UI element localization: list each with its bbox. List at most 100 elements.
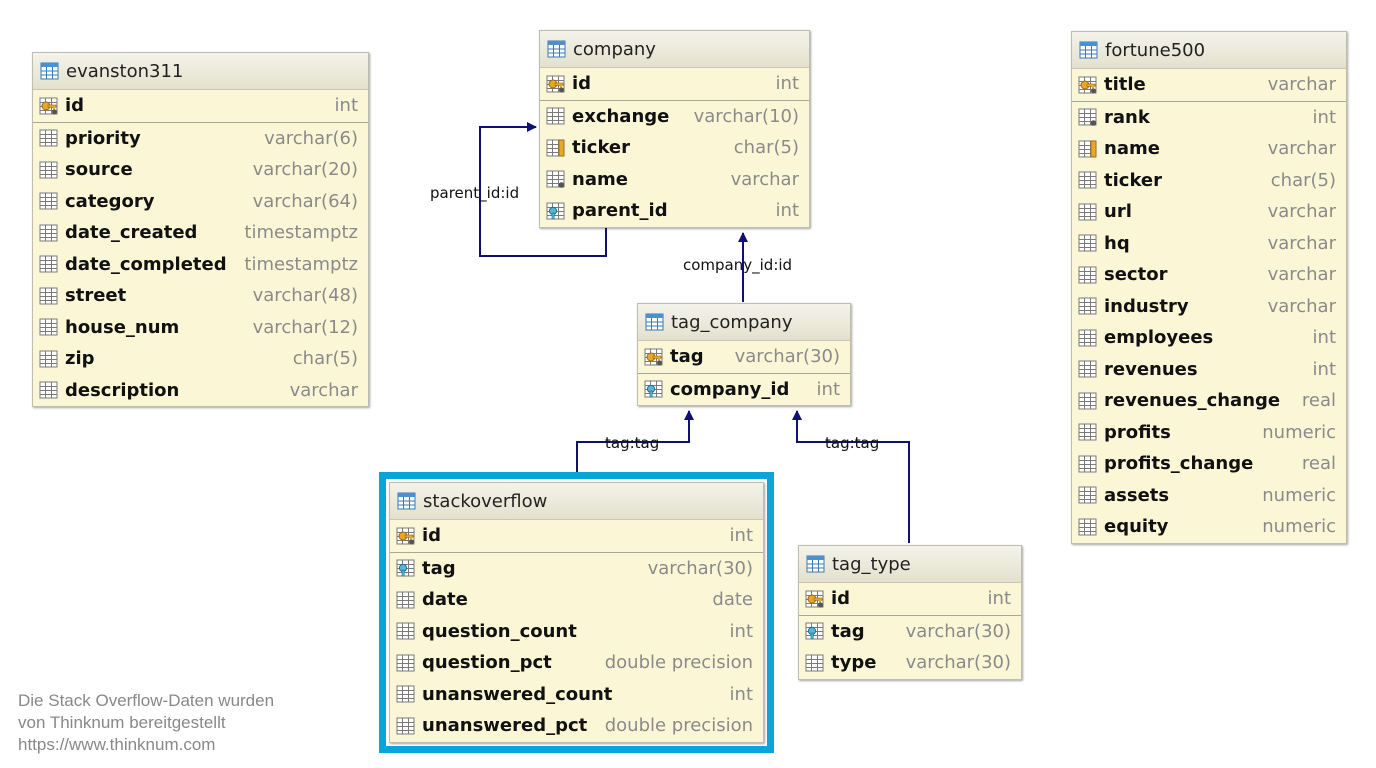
- column-icon: [396, 590, 416, 610]
- table-header[interactable]: tag_company: [638, 304, 850, 341]
- column-name: unanswered_pct: [422, 715, 588, 737]
- table-icon: [645, 312, 665, 332]
- column-icon: [1078, 296, 1098, 316]
- column-row-tag[interactable]: tag varchar(30): [799, 616, 1021, 648]
- primary-key-icon: [1078, 75, 1098, 95]
- column-name: employees: [1104, 327, 1214, 349]
- table-icon: [806, 554, 826, 574]
- column-icon: [1078, 485, 1098, 505]
- table-header[interactable]: fortune500: [1072, 32, 1346, 69]
- column-icon: [39, 349, 59, 369]
- column-name: date_completed: [65, 253, 227, 275]
- relation-label-parent: parent_id:id: [430, 184, 520, 202]
- connector-tagtype-tagcompany: [792, 410, 910, 543]
- column-name: assets: [1104, 484, 1170, 506]
- column-icon: [1078, 391, 1098, 411]
- column-name: type: [831, 652, 877, 674]
- column-row-name[interactable]: name varchar: [1072, 133, 1346, 165]
- connector-stackoverflow-tagcompany: [576, 410, 694, 472]
- column-name: industry: [1104, 295, 1189, 317]
- table-icon: [547, 39, 567, 59]
- column-name: equity: [1104, 516, 1169, 538]
- column-type: varchar(30): [905, 620, 1011, 642]
- column-type: varchar(30): [734, 346, 840, 368]
- column-name: id: [422, 525, 442, 547]
- column-type: varchar: [1267, 138, 1336, 160]
- column-name: name: [572, 168, 628, 190]
- column-type: varchar: [1267, 264, 1336, 286]
- column-type: varchar: [1267, 201, 1336, 223]
- table-header[interactable]: evanston311: [33, 53, 368, 90]
- column-name: profits: [1104, 421, 1171, 443]
- column-name: company_id: [670, 378, 790, 400]
- column-icon: [1078, 202, 1098, 222]
- column-type: varchar: [1267, 74, 1336, 96]
- column-type: int: [775, 73, 799, 95]
- column-type: real: [1301, 453, 1336, 475]
- column-type: char(5): [1270, 169, 1336, 191]
- column-name: name: [1104, 138, 1160, 160]
- column-name: description: [65, 379, 180, 401]
- foreign-key-icon: [546, 201, 566, 221]
- column-icon: [1078, 517, 1098, 537]
- column-icon: [1078, 328, 1098, 348]
- column-name: date_created: [65, 222, 198, 244]
- column-name: id: [572, 73, 592, 95]
- column-type: varchar(10): [693, 105, 799, 127]
- table-header[interactable]: company: [540, 31, 809, 68]
- column-row-id[interactable]: id int: [540, 68, 809, 101]
- primary-key-icon: [805, 589, 825, 609]
- column-type: double precision: [604, 652, 753, 674]
- foreign-key-icon: [644, 379, 664, 399]
- column-name: tag: [831, 620, 865, 642]
- table-header[interactable]: stackoverflow: [390, 483, 763, 520]
- table-header[interactable]: tag_type: [799, 546, 1021, 583]
